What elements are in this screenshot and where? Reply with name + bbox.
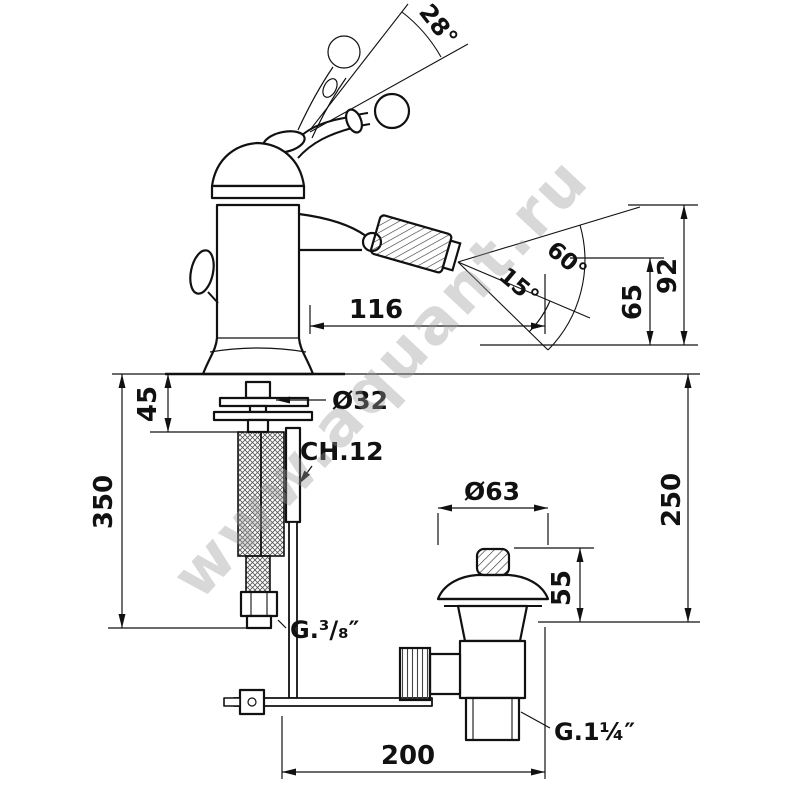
label-under-deck-depth: 250 xyxy=(657,473,687,527)
label-spout-top-height: 92 xyxy=(653,258,683,294)
label-wrench-size: CH.12 xyxy=(300,437,384,466)
dimension-63 xyxy=(437,504,549,545)
dimension-116 xyxy=(309,274,546,334)
dimension-65 xyxy=(570,257,664,345)
label-handle-angle: 28° xyxy=(413,0,463,52)
faucet-body xyxy=(189,92,462,376)
label-spout-reach: 116 xyxy=(349,295,403,325)
aerator xyxy=(369,214,462,274)
label-waste-thread: G.1¼″ xyxy=(554,718,635,746)
handle-ghost-position xyxy=(297,35,361,139)
label-hose-length: 350 xyxy=(89,475,119,529)
dimension-92 xyxy=(480,204,698,346)
label-clamp-thickness: 45 xyxy=(133,386,163,422)
dimension-55 xyxy=(514,547,594,622)
label-outlet-height: 65 xyxy=(618,284,648,320)
label-waste-offset: 200 xyxy=(381,741,435,771)
label-shank-diameter: Ø32 xyxy=(332,386,388,415)
dimension-250 xyxy=(538,374,700,623)
dimension-200 xyxy=(281,627,546,779)
dimension-45 xyxy=(150,374,244,433)
leader-waste-thread xyxy=(520,711,551,729)
label-waste-top-height: 55 xyxy=(547,570,577,606)
leader-wrench-size xyxy=(298,465,313,485)
spray-angle-construction xyxy=(457,206,641,351)
label-waste-flange-diameter: Ø63 xyxy=(464,477,520,506)
label-supply-thread: G.³/₈″ xyxy=(290,616,360,644)
below-deck-assembly xyxy=(212,380,433,716)
waste-drain-assembly xyxy=(398,547,550,742)
dimension-350 xyxy=(108,374,260,629)
handle-lever xyxy=(287,92,411,159)
leader-supply-thread xyxy=(277,619,287,629)
